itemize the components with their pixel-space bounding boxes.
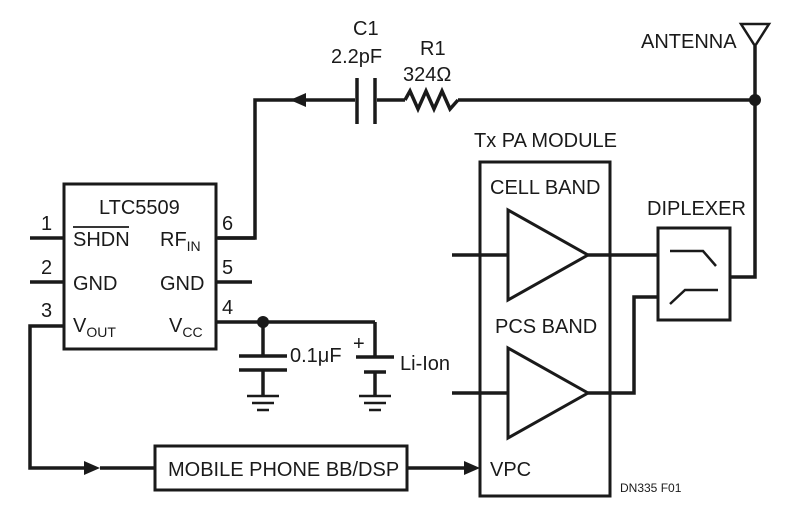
resistor-r1	[403, 86, 460, 114]
r1-value-label: 324Ω	[403, 64, 451, 86]
pa-module-title: Tx PA MODULE	[474, 130, 617, 152]
pcs-band-label: PCS BAND	[495, 316, 597, 338]
bypass-cap-value: 0.1μF	[290, 345, 342, 367]
capacitor-c1	[355, 78, 377, 124]
pin4-number: 4	[222, 297, 233, 319]
pin3-vout-label: VOUT	[73, 315, 116, 340]
battery-icon	[356, 322, 394, 396]
pin6-rfin-label: RFIN	[160, 229, 201, 254]
antenna-icon	[738, 22, 772, 100]
pcs-output-wire	[588, 295, 658, 395]
c1-value-label: 2.2pF	[331, 46, 382, 68]
battery-label: Li-Ion	[400, 353, 450, 375]
pin1-shdn-label: SHDN	[73, 229, 130, 251]
baseband-label: MOBILE PHONE BB/DSP	[168, 459, 399, 481]
pa-module-box	[478, 160, 612, 498]
pin4-vcc-label: VCC	[169, 315, 203, 340]
lowpass-filter-icon	[670, 249, 717, 267]
baseband-box	[153, 444, 409, 492]
signal-arrow-right	[464, 461, 480, 475]
ltc5509-ic	[62, 182, 218, 351]
diplexer-label: DIPLEXER	[647, 198, 746, 220]
diplexer-box	[656, 226, 732, 322]
pin5-number: 5	[222, 257, 233, 279]
ground-icon	[359, 394, 391, 412]
r1-ref-label: R1	[420, 38, 446, 60]
pin2-number: 2	[41, 257, 52, 279]
pin1-number: 1	[41, 213, 52, 235]
ic-name-label: LTC5509	[99, 197, 180, 219]
vpc-label: VPC	[490, 459, 531, 481]
ground-icon	[247, 394, 279, 412]
pin3-number: 3	[41, 300, 52, 322]
highpass-filter-icon	[669, 288, 718, 305]
battery-polarity: +	[353, 333, 365, 355]
ic-right-pins	[216, 236, 375, 324]
signal-arrow-left	[290, 93, 306, 107]
pin6-number: 6	[222, 213, 233, 235]
antenna-label: ANTENNA	[641, 31, 737, 53]
cell-band-label: CELL BAND	[490, 177, 600, 199]
pin5-gnd-label: GND	[160, 273, 204, 295]
antenna-to-diplexer-wire	[730, 100, 757, 279]
bypass-capacitor	[239, 322, 287, 396]
figure-id: DN335 F01	[620, 481, 682, 495]
signal-arrow-right	[84, 461, 100, 475]
pin2-gnd-label: GND	[73, 273, 117, 295]
ic-left-pins	[28, 236, 88, 470]
c1-ref-label: C1	[353, 18, 379, 40]
